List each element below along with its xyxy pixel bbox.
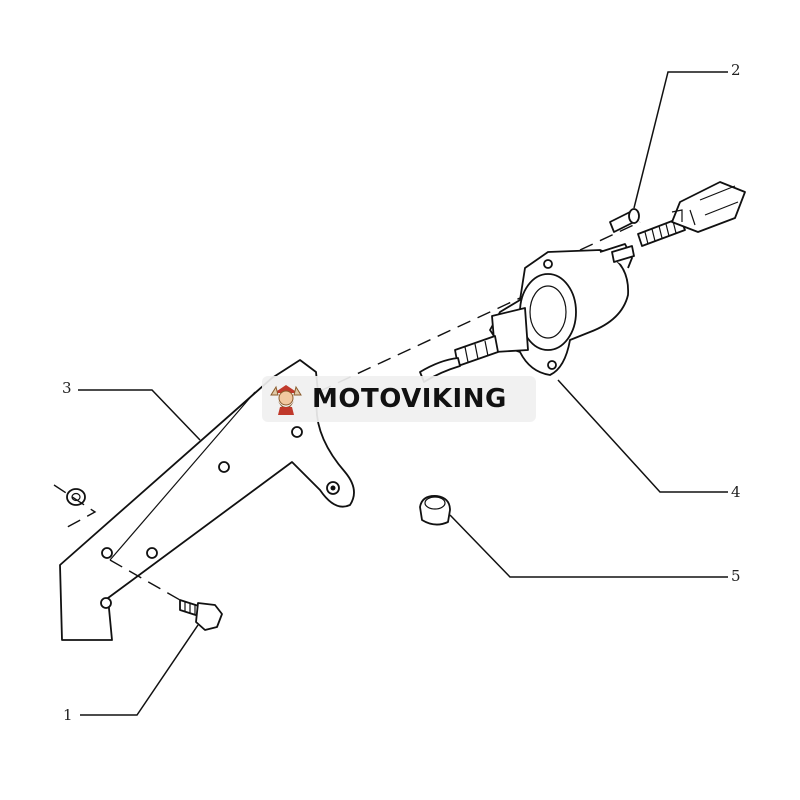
leader-line-1 — [80, 624, 199, 716]
leader-line-3 — [78, 389, 201, 441]
callout-2: 2 — [731, 61, 741, 79]
callout-5: 5 — [731, 567, 741, 585]
watermark: MOTOVIKING — [262, 376, 536, 422]
spring — [611, 217, 686, 263]
bolt-part-1 — [179, 599, 223, 631]
leader-line-4 — [557, 379, 728, 493]
washer-axis-line — [53, 484, 97, 531]
callout-4: 4 — [731, 483, 741, 501]
nut-part-5 — [419, 495, 451, 526]
solenoid-axis-line — [317, 297, 521, 393]
solenoid-part-4 — [419, 243, 633, 383]
leader-line-2 — [633, 71, 728, 209]
leader-line-5 — [449, 514, 728, 578]
bolt-axis-line — [109, 559, 181, 601]
solenoid-axis-line-2 — [579, 221, 641, 251]
washer — [66, 488, 86, 506]
viking-logo-icon — [270, 385, 302, 415]
callout-1: 1 — [63, 706, 73, 724]
connector — [671, 181, 746, 233]
watermark-text: MOTOVIKING — [312, 384, 507, 414]
pin-part-2 — [609, 208, 640, 233]
callout-3: 3 — [62, 379, 72, 397]
